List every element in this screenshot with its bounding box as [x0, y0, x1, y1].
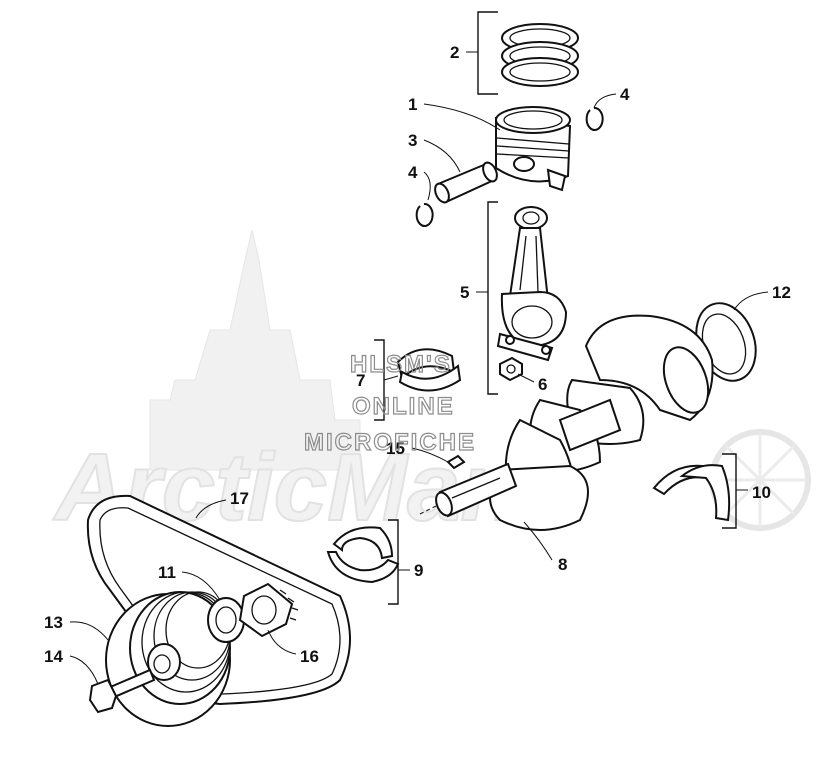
callout-8: 8: [558, 555, 567, 574]
main-bearing: [326, 526, 400, 584]
woodruff-key: [446, 454, 466, 470]
callout-labels: 1 2 3 4 4 5 6 7 8 9 10 11 12 13 14 15 16…: [44, 43, 791, 666]
callout-13: 13: [44, 613, 63, 632]
piston-pin: [434, 161, 498, 204]
callout-16: 16: [300, 647, 319, 666]
crankshaft-pulley: [105, 591, 231, 727]
connecting-rod-nut: [499, 356, 523, 382]
callout-11: 11: [158, 563, 176, 582]
callout-6: 6: [538, 375, 547, 394]
callout-17: 17: [230, 489, 249, 508]
watermark-line-3: MICROFICHE: [304, 429, 476, 456]
callout-7: 7: [356, 371, 365, 390]
crankshaft-gear: [238, 582, 299, 638]
callout-2: 2: [450, 43, 459, 62]
pulley-bolt: [88, 668, 156, 714]
callout-15: 15: [386, 439, 405, 458]
watermark-line-1: HLSM'S: [350, 351, 452, 378]
connecting-rod: [496, 206, 568, 362]
circlip-lower: [415, 202, 434, 227]
watermark-text: HLSM'S ONLINE MICROFICHE: [303, 350, 476, 456]
callout-12: 12: [772, 283, 791, 302]
callout-9: 9: [414, 561, 423, 580]
leader-lines: [69, 11, 769, 685]
callout-4-lower: 4: [408, 163, 418, 182]
spacer: [207, 597, 245, 643]
callout-4-upper: 4: [620, 85, 630, 104]
piston-ring-set: [501, 23, 579, 87]
rod-bearing: [396, 348, 462, 392]
crankshaft: [435, 314, 714, 531]
piston: [495, 106, 572, 192]
circlip-upper: [585, 106, 604, 131]
callout-5: 5: [460, 283, 469, 302]
thrust-washers: [652, 464, 731, 522]
callout-10: 10: [752, 483, 771, 502]
callout-14: 14: [44, 647, 63, 666]
callout-3: 3: [408, 131, 417, 150]
watermark-line-2: ONLINE: [352, 393, 455, 420]
callout-1: 1: [408, 95, 417, 114]
